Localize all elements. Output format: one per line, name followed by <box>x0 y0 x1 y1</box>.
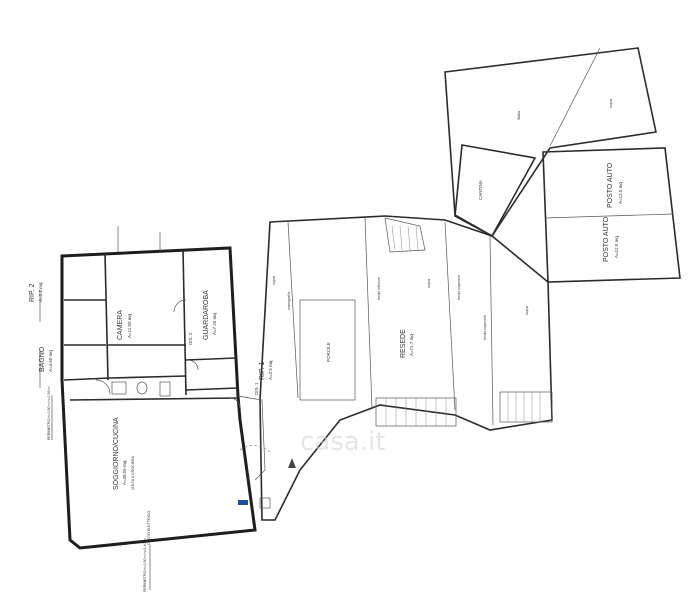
room-label-dis1: DIS. 1 <box>254 382 259 395</box>
entry-landing <box>237 395 271 509</box>
note-perimetro-2: PERIMETRO h=3.50 m h=3.40 m <box>143 538 147 592</box>
room-area-rip2: A=2.2 mq <box>38 282 43 302</box>
arrow-marker <box>288 458 296 468</box>
dwelling <box>60 246 257 550</box>
room-label-porcile: PORCILE <box>326 342 331 362</box>
label-stalla: Stalla <box>517 111 521 120</box>
room-label-guardaroba: GUARDAROBA <box>203 290 210 340</box>
dimension-lines <box>39 226 161 590</box>
room-label-rip1: RIP. 1 <box>259 361 266 380</box>
note-perimetro-1: PERIMETRO h=3.50 m h=2.93 m <box>47 386 51 440</box>
room-area-bagno: A=4.50 mq <box>48 350 53 372</box>
room-area-resede: A=71.7 mq <box>409 334 414 356</box>
note-conto: CONTO ELETTRICO <box>147 511 151 545</box>
label-sopra-3: sopra <box>525 306 529 315</box>
room-label-bagno: BAGNO <box>39 346 46 372</box>
room-area-posto-auto-1: A=12.5 mq <box>618 182 623 204</box>
label-sopra-1: sopra <box>609 99 613 108</box>
label-manografia: manografia <box>287 292 291 310</box>
room-label-cantina: CANTINA <box>478 180 483 200</box>
room-area-soggiorno: A=28.05 mq <box>122 460 127 485</box>
watermark: casa.it <box>300 427 385 457</box>
room-area-guardaroba: A=7.25 mq <box>212 313 217 335</box>
stairs-lower-right <box>499 391 553 423</box>
label-fondo-inferiore: fondo inferiore <box>377 277 381 300</box>
room-label-soggiorno: SOGGIORNO/CUCINA <box>113 417 120 490</box>
room-area-camera: A=11.50 mq <box>127 313 132 338</box>
room-volta: VOLTA A CROCIERA <box>131 455 135 490</box>
upper-parcels <box>444 47 681 283</box>
room-label-rip2: RIP. 2 <box>29 283 36 302</box>
room-label-posto-auto-1: POSTO AUTO <box>607 162 614 208</box>
room-label-dis2: DIS. 2 <box>188 332 193 345</box>
label-fondo-superiore-2: fondo superiore <box>483 315 487 340</box>
room-area-posto-auto-2: A=12.5 mq <box>614 236 619 258</box>
room-label-posto-auto-2: POSTO AUTO <box>603 216 610 262</box>
label-fondo-superiore: fondo superiore <box>457 275 461 300</box>
room-label-camera: CAMERA <box>117 310 124 340</box>
label-sopra-4: sopra <box>272 276 276 285</box>
label-sopra-2: sopra <box>427 279 431 288</box>
room-label-resede: RESEDE <box>400 329 407 358</box>
resede-area <box>259 215 553 521</box>
blue-marker <box>238 500 248 505</box>
room-area-rip1: A=2.5 mq <box>268 360 273 380</box>
stairs-top <box>384 217 426 253</box>
stairs-lower-middle <box>375 397 457 427</box>
